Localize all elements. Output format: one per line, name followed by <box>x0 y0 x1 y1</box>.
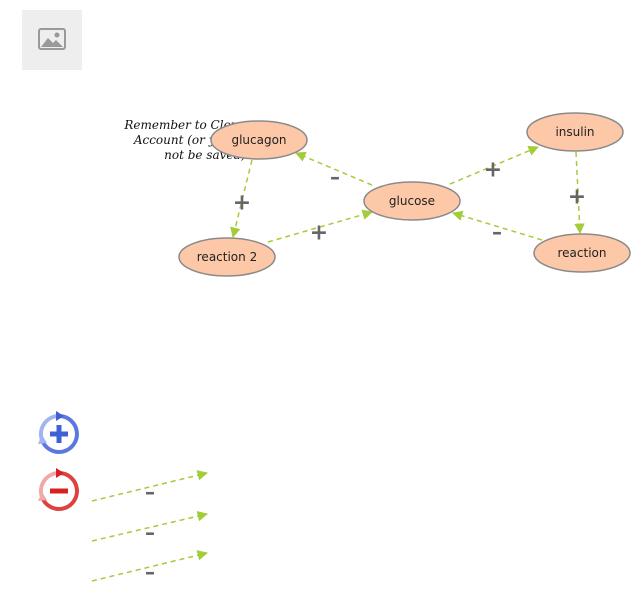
link-line[interactable] <box>574 151 585 235</box>
node-label: reaction 2 <box>197 250 257 264</box>
link-line[interactable] <box>451 210 543 241</box>
link-glucose-to-insulin[interactable]: + <box>449 145 539 185</box>
link-line[interactable] <box>267 209 374 243</box>
link-polarity-sign: + <box>484 158 502 183</box>
node-reaction2[interactable]: reaction 2 <box>178 237 276 277</box>
node-label: reaction <box>558 246 607 260</box>
note-line: Account (or your <box>133 133 237 147</box>
node-label: insulin <box>555 125 594 139</box>
legend-link-line[interactable] <box>91 470 209 502</box>
node-shape[interactable] <box>526 112 624 152</box>
balancing-loop-icon[interactable] <box>38 468 79 511</box>
link-reaction-to-glucose[interactable]: – <box>451 210 543 244</box>
node-label: glucagon <box>231 133 286 147</box>
node-reaction[interactable]: reaction <box>533 233 631 273</box>
link-polarity-sign: + <box>310 221 328 246</box>
node-shape[interactable] <box>210 120 308 160</box>
node-insulin[interactable]: insulin <box>526 112 624 152</box>
link-polarity-sign: + <box>233 191 251 216</box>
note-line: Remember to Clone <box>124 118 246 132</box>
legend-link-line[interactable] <box>91 550 209 582</box>
link-line[interactable] <box>449 145 539 185</box>
link-polarity-sign: – <box>330 165 340 189</box>
legend-link-sign: – <box>145 560 155 584</box>
reinforcing-loop-icon[interactable] <box>38 411 79 454</box>
image-icon <box>38 28 66 50</box>
link-polarity-sign: + <box>568 185 586 210</box>
link-reaction2-to-glucose[interactable]: + <box>267 209 374 246</box>
node-label: glucose <box>389 194 435 208</box>
node-shape[interactable] <box>363 181 461 221</box>
node-shape[interactable] <box>533 233 631 273</box>
legend-link-sign: – <box>145 480 155 504</box>
node-glucagon[interactable]: glucagon <box>210 120 308 160</box>
link-insulin-to-reaction[interactable]: + <box>568 151 586 235</box>
node-glucose[interactable]: glucose <box>363 181 461 221</box>
link-line[interactable] <box>295 151 373 186</box>
image-placeholder[interactable] <box>22 10 82 70</box>
link-glucagon-to-reaction2[interactable]: + <box>230 159 253 239</box>
node-shape[interactable] <box>178 237 276 277</box>
legend-link-arrow[interactable]: – <box>91 470 209 504</box>
legend-link-sign: – <box>145 521 155 545</box>
legend-link-arrow[interactable]: – <box>91 511 209 545</box>
link-polarity-sign: – <box>492 220 502 244</box>
link-glucose-to-glucagon[interactable]: – <box>295 151 373 189</box>
legend-link-arrow[interactable]: – <box>91 550 209 584</box>
legend-link-line[interactable] <box>91 511 209 542</box>
clone-reminder-note: Remember to Clone Account (or your not b… <box>110 118 260 163</box>
link-line[interactable] <box>230 159 253 239</box>
